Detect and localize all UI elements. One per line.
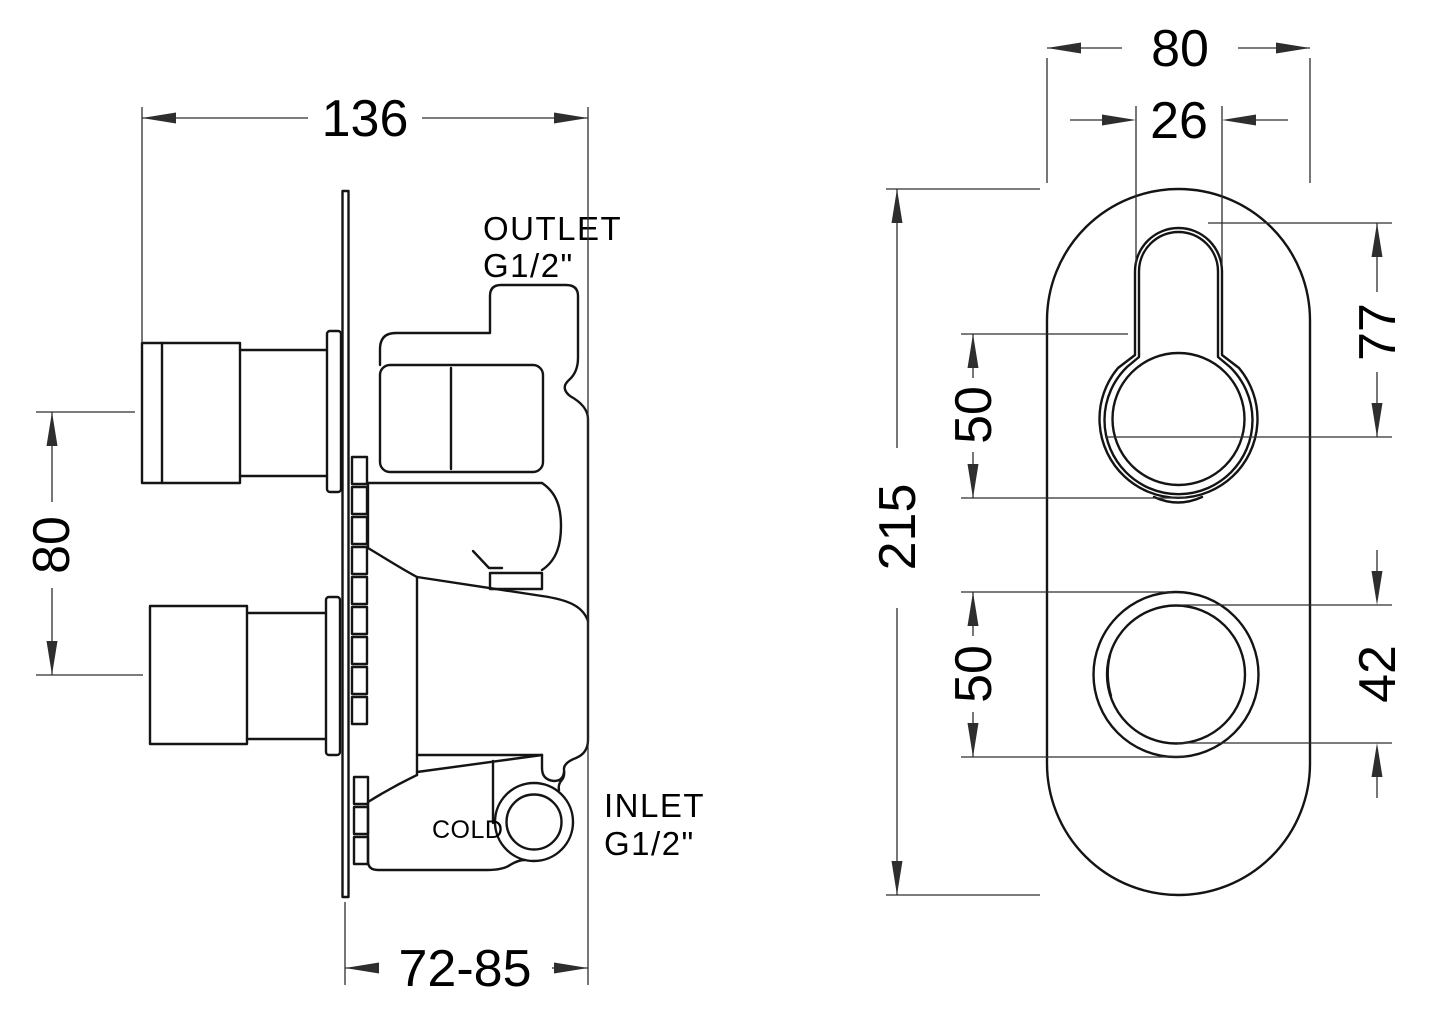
dim-side-handle-centers-80: 80	[23, 411, 143, 676]
dim-value-136: 136	[322, 90, 409, 148]
cold-label: COLD	[432, 816, 503, 844]
inlet-port-outer	[493, 781, 575, 863]
dim-value-50-lower: 50	[945, 645, 1003, 703]
side-view: OUTLET G1/2" INLET G1/2" COLD 136 80 72	[23, 90, 705, 998]
mounting-tabs-lower	[352, 775, 370, 866]
lower-knob-notch	[1106, 653, 1113, 698]
inlet-label: INLET	[604, 787, 705, 824]
inlet-port-inner	[505, 793, 563, 851]
upper-handle-flange	[325, 329, 343, 494]
dim-value-215: 215	[869, 484, 927, 571]
thermostat-dome	[540, 481, 563, 572]
dome-base	[488, 571, 544, 591]
dim-value-42: 42	[1349, 645, 1407, 703]
upper-handle	[140, 341, 242, 485]
lower-handle	[148, 604, 249, 746]
dim-front-width-80: 80	[1046, 20, 1311, 183]
lower-knob-outer	[1092, 590, 1260, 759]
front-view: 80 26 215 50	[869, 20, 1407, 897]
faceplate-outline	[1045, 187, 1312, 897]
dim-front-inner-42: 42	[1177, 550, 1407, 798]
body-corner-curve	[540, 753, 566, 783]
dim-value-26: 26	[1150, 92, 1208, 150]
dim-value-50-upper: 50	[945, 386, 1003, 444]
keyhole-outer	[1098, 226, 1259, 499]
outlet-thread-label: G1/2"	[483, 247, 574, 284]
dim-front-lower-knob-50: 50	[945, 591, 1186, 758]
wall-plate	[341, 189, 350, 899]
inlet-body-outline	[366, 773, 527, 872]
lower-handle-neck	[245, 611, 328, 741]
upper-handle-neck	[238, 348, 329, 478]
dim-front-upper-knob-50: 50	[945, 333, 1186, 499]
cartridge-body	[378, 363, 545, 474]
lower-body-outline	[366, 546, 590, 623]
lower-knob-inner	[1105, 604, 1247, 745]
dim-side-width-136: 136	[141, 90, 589, 985]
dim-side-depth-72-85: 72-85	[344, 902, 588, 998]
lower-handle-flange	[324, 595, 342, 757]
upper-knob-ring	[1111, 351, 1246, 487]
mounting-tabs-upper	[350, 455, 369, 726]
outlet-label: OUTLET	[483, 210, 622, 247]
dim-front-slot-26: 26	[1070, 92, 1288, 264]
lower-body-base-slant	[415, 753, 544, 774]
outlet-port-outline	[378, 283, 590, 792]
lever-detail	[471, 549, 504, 570]
dim-value-77: 77	[1349, 303, 1407, 361]
inlet-thread-label: G1/2"	[604, 825, 695, 862]
dim-value-80-side: 80	[23, 516, 81, 574]
dim-value-72-85: 72-85	[399, 940, 532, 998]
keyhole-inner	[1103, 230, 1254, 496]
dim-front-height-215: 215	[869, 188, 1040, 896]
dim-front-keyhole-77: 77	[1105, 222, 1407, 438]
dim-value-80-front: 80	[1151, 20, 1209, 78]
